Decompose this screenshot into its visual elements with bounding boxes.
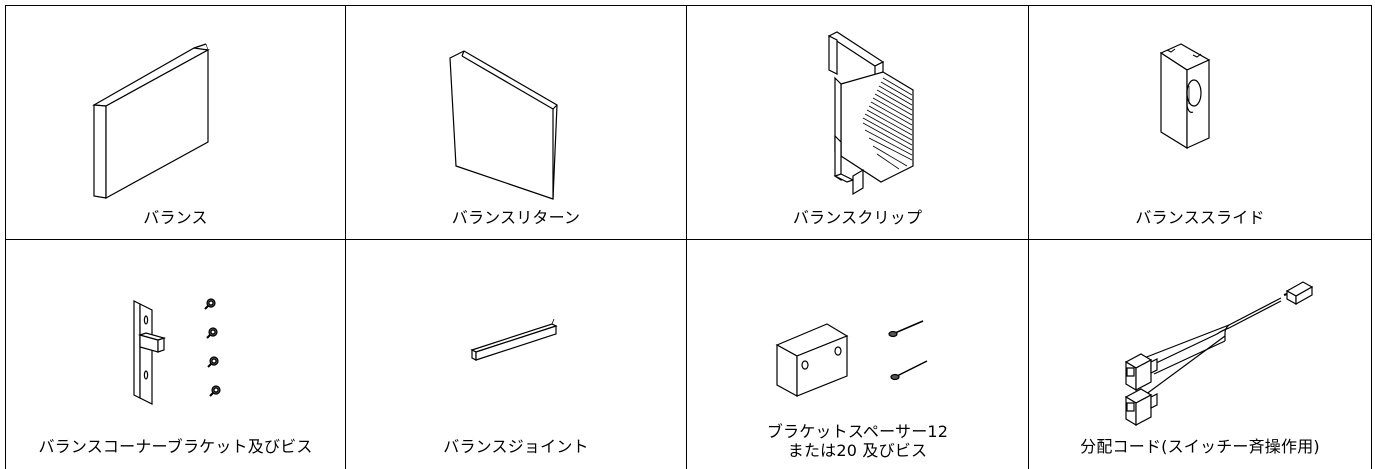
- part-cell-valance-slide: バランススライド: [1029, 6, 1372, 240]
- valance-board-icon: [6, 6, 346, 240]
- part-label-corner-bracket: バランスコーナーブラケット及びビス: [38, 437, 313, 456]
- part-cell-valance-return: バランスリターン: [346, 6, 687, 240]
- part-cell-distribution-cord: 分配コード(スイッチー斉操作用): [1029, 240, 1372, 469]
- part-cell-corner-bracket: バランスコーナーブラケット及びビス: [6, 240, 346, 469]
- part-cell-valance: バランス: [6, 6, 346, 240]
- part-label-valance-slide: バランススライド: [1135, 208, 1265, 227]
- part-label-valance-clip: バランスクリップ: [792, 208, 923, 227]
- part-cell-valance-joint: バランスジョイント: [346, 240, 687, 469]
- corner-bracket-and-screws-icon: [6, 240, 346, 469]
- part-label-valance-joint: バランスジョイント: [443, 437, 589, 456]
- bracket-spacer-and-screws-icon: [687, 240, 1029, 469]
- valance-return-icon: [346, 6, 687, 240]
- valance-joint-icon: [346, 240, 687, 469]
- valance-clip-icon: [687, 6, 1029, 240]
- part-cell-bracket-spacer: ブラケットスペーサー12 または20 及びビス: [687, 240, 1029, 469]
- distribution-cord-icon: [1029, 240, 1372, 469]
- parts-table: バランス バランスリターン: [5, 5, 1372, 469]
- part-label-valance: バランス: [143, 208, 208, 227]
- part-label-bracket-spacer-line2: または20 及びビス: [787, 441, 928, 460]
- part-label-bracket-spacer: ブラケットスペーサー12 または20 及びビス: [687, 422, 1028, 460]
- valance-slide-icon: [1029, 6, 1372, 240]
- part-label-valance-return: バランスリターン: [451, 208, 581, 227]
- part-cell-valance-clip: バランスクリップ: [687, 6, 1029, 240]
- part-label-distribution-cord: 分配コード(スイッチー斉操作用): [1080, 437, 1320, 456]
- part-label-bracket-spacer-line1: ブラケットスペーサー12: [766, 422, 949, 441]
